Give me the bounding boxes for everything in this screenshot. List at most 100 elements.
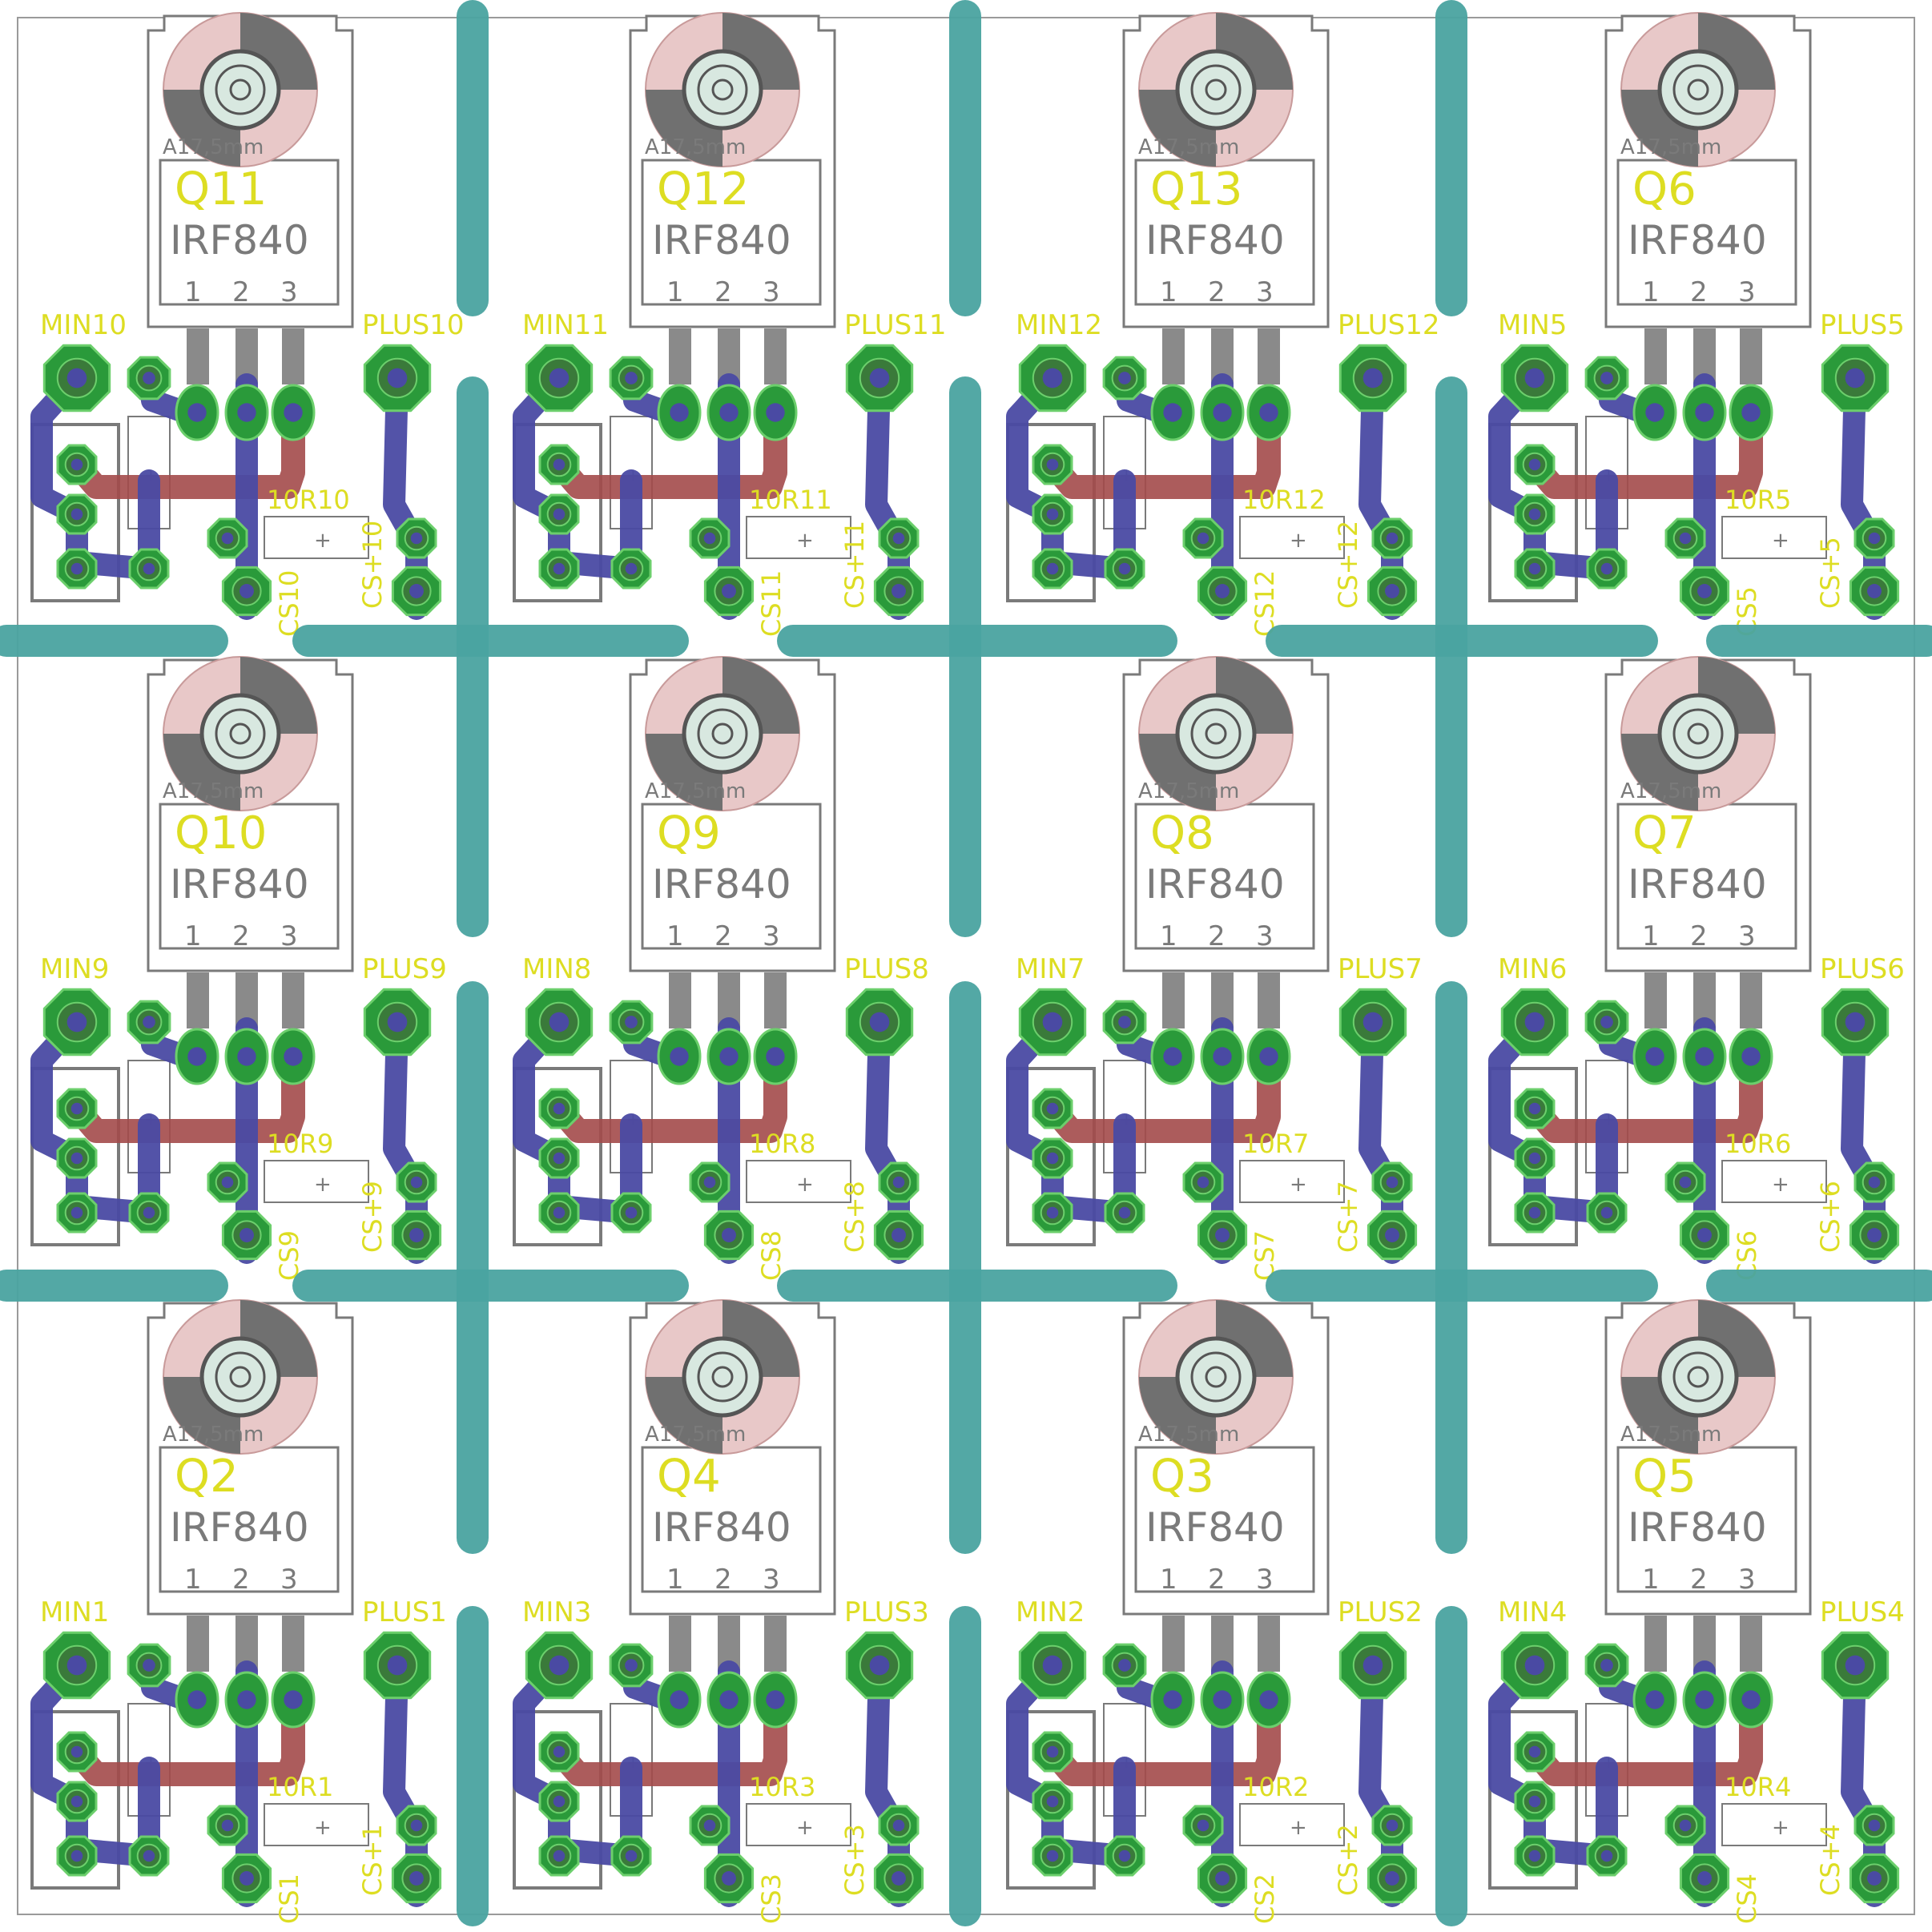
resistor-pad [1586,548,1628,590]
cs-plus-pad [1849,1853,1900,1904]
pin-3-label: 3 [1738,276,1756,308]
pin-3-label: 3 [1256,276,1274,308]
via-pad [1584,1000,1629,1044]
shunt-pad [207,1805,248,1846]
cs-plus-pad [1366,1853,1418,1904]
drain-pad [1200,1671,1245,1729]
shunt-pad [396,1161,437,1203]
pin-2-label: 2 [714,276,732,308]
cap-pad [1514,493,1556,535]
via-pad [1102,356,1147,400]
mosfet-leg [764,328,787,384]
min-label: MIN1 [40,1596,109,1628]
pin-2-label: 2 [714,1564,732,1596]
cap-pad [1032,1731,1073,1773]
min-pad [1018,344,1087,413]
heatsink-label: A17,5mm [1620,779,1721,803]
transistor-name: Q4 [657,1451,721,1503]
cs-plus-label: CS+10 [357,521,388,609]
capacitor-outline [1488,1710,1578,1890]
cs-plus-label: CS+5 [1815,537,1845,609]
cs-pad [1197,1853,1248,1904]
cs-label: CS10 [274,570,304,637]
plus-label: PLUS12 [1338,309,1439,341]
plus-pad [1821,1631,1890,1700]
capacitor-outline [1488,423,1578,602]
drain-pad [224,1028,269,1085]
pin-2-label: 2 [1690,920,1708,952]
pin-3-label: 3 [1738,920,1756,952]
source-pad [271,384,316,441]
source-pad [1729,1671,1773,1729]
shunt-outline [264,516,369,559]
plus-label: PLUS1 [362,1596,447,1628]
cap-pad [538,1192,580,1234]
shunt-pad [878,517,920,559]
shunt-outline [1721,1803,1827,1846]
mosfet-leg [669,1616,691,1672]
pin-3-label: 3 [763,920,780,952]
heatsink-hole-icon [163,12,318,167]
source-pad [1246,384,1291,441]
resistor-pad [1586,1192,1628,1234]
cap-pad [538,1088,580,1129]
mosfet-leg [669,328,691,384]
drain-pad [224,1671,269,1729]
shunt-pad [1182,517,1224,559]
pin-3-label: 3 [763,1564,780,1596]
resistor-label: 10R8 [749,1129,815,1159]
capacitor-outline [513,1710,602,1890]
capacitor-outline [1006,423,1096,602]
cap-pad [1514,444,1556,485]
cs-plus-label: CS+9 [357,1181,388,1253]
mosfet-leg [282,328,304,384]
pin-1-label: 1 [1642,920,1660,952]
cap-pad [538,548,580,590]
min-pad [42,344,111,413]
cs-plus-label: CS+2 [1333,1824,1363,1896]
pin-1-label: 1 [1642,276,1660,308]
part-value: IRF840 [1145,217,1285,264]
resistor-label: 10R7 [1242,1129,1309,1159]
plus-pad [363,1631,432,1700]
cs-pad [703,566,755,617]
min-pad [525,1631,594,1700]
polarity-mark: + [1290,1173,1307,1197]
cs-plus-pad [1849,1210,1900,1261]
mosfet-leg [1740,1616,1762,1672]
shunt-pad [396,517,437,559]
resistor-pad [1104,548,1145,590]
cs-label: CS3 [756,1874,787,1924]
pin-2-label: 2 [232,920,250,952]
min-pad [1500,988,1569,1057]
drain-pad [706,384,751,441]
cs-plus-label: CS+11 [839,521,870,609]
source-pad [1246,1028,1291,1085]
heatsink-label: A17,5mm [1138,1423,1239,1447]
heatsink-label: A17,5mm [1620,135,1721,159]
resistor-label: 10R10 [267,485,350,515]
cap-pad [56,1088,98,1129]
polarity-mark: + [1772,1816,1789,1840]
mosfet-leg [1740,972,1762,1028]
via-pad [1584,1643,1629,1688]
mosfet-leg [669,972,691,1028]
cap-pad [1514,1137,1556,1179]
drain-pad [1200,384,1245,441]
shunt-pad [1182,1161,1224,1203]
cap-pad [1032,1137,1073,1179]
cap-pad [56,1192,98,1234]
heatsink-hole-icon [163,1299,318,1455]
capacitor-outline [513,423,602,602]
mosfet-leg [1162,972,1185,1028]
min-pad [42,1631,111,1700]
shunt-outline [1239,1160,1345,1203]
shunt-pad [1854,1805,1895,1846]
cs-plus-pad [1849,566,1900,617]
resistor-pad [1586,1835,1628,1877]
